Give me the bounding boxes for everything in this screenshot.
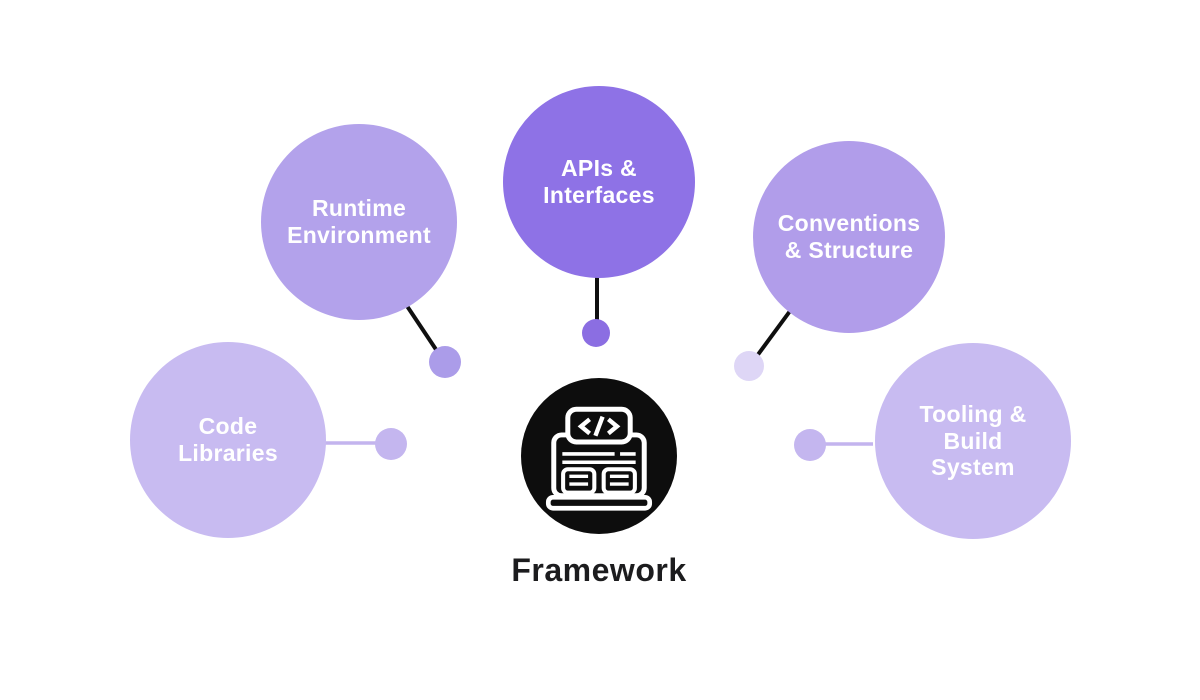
code-chevron-right bbox=[606, 417, 621, 436]
screen-panel-left bbox=[561, 467, 597, 495]
node-tooling-build-system-label: Tooling & Build System bbox=[919, 400, 1027, 481]
node-conventions-structure: Conventions & Structure bbox=[753, 141, 945, 333]
code-slash bbox=[593, 415, 605, 437]
node-runtime-environment: Runtime Environment bbox=[261, 124, 457, 320]
node-conventions-structure-label: Conventions & Structure bbox=[777, 210, 921, 263]
laptop-base bbox=[545, 495, 653, 511]
conventions-structure-dot bbox=[734, 351, 764, 381]
apis-interfaces-dot bbox=[582, 319, 610, 347]
runtime-environment-dot bbox=[429, 346, 461, 378]
node-apis-interfaces: APIs & Interfaces bbox=[503, 86, 695, 278]
conventions-structure-connector bbox=[752, 305, 795, 362]
node-apis-interfaces-label: APIs & Interfaces bbox=[543, 155, 655, 208]
code-chevron-left bbox=[577, 417, 592, 436]
laptop-code-icon bbox=[545, 406, 653, 511]
tooling-build-system-dot bbox=[794, 429, 826, 461]
diagram-title: Framework bbox=[511, 552, 687, 588]
node-runtime-environment-label: Runtime Environment bbox=[287, 195, 431, 248]
screen-panel-right bbox=[601, 467, 637, 495]
runtime-environment-connector bbox=[405, 304, 443, 359]
node-code-libraries-label: Code Libraries bbox=[178, 413, 278, 466]
center-circle bbox=[521, 378, 677, 534]
node-tooling-build-system: Tooling & Build System bbox=[875, 343, 1071, 539]
code-libraries-dot bbox=[375, 428, 407, 460]
node-code-libraries: Code Libraries bbox=[130, 342, 326, 538]
